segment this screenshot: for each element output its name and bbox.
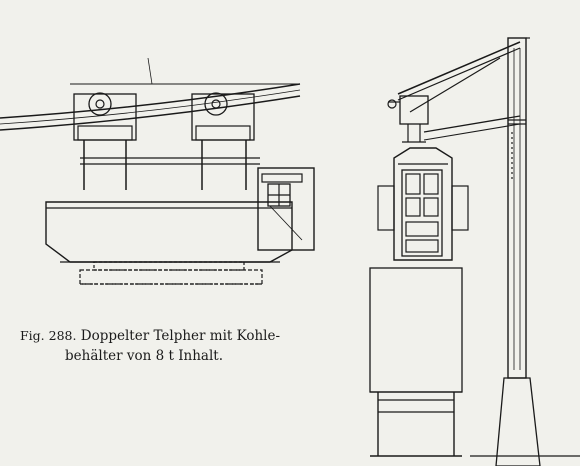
front-cabin	[377, 147, 469, 261]
figure-caption: Fig. 288. Doppelter Telpher mit Kohle- b…	[20, 326, 310, 366]
operator-cabin	[257, 167, 315, 251]
coal-container	[45, 201, 293, 285]
front-view	[369, 37, 580, 466]
caption-line-2: behälter von 8 t Inhalt.	[65, 348, 223, 364]
support-stand	[370, 392, 462, 457]
steel-column	[507, 37, 530, 379]
column-footing	[470, 377, 580, 466]
hoist-motor	[387, 95, 429, 143]
trolley-left	[73, 92, 137, 190]
figure-number: Fig. 288.	[20, 328, 77, 343]
caption-line-1: Doppelter Telpher mit Kohle-	[80, 328, 281, 344]
trolley-right	[191, 92, 255, 190]
side-view	[0, 57, 315, 285]
